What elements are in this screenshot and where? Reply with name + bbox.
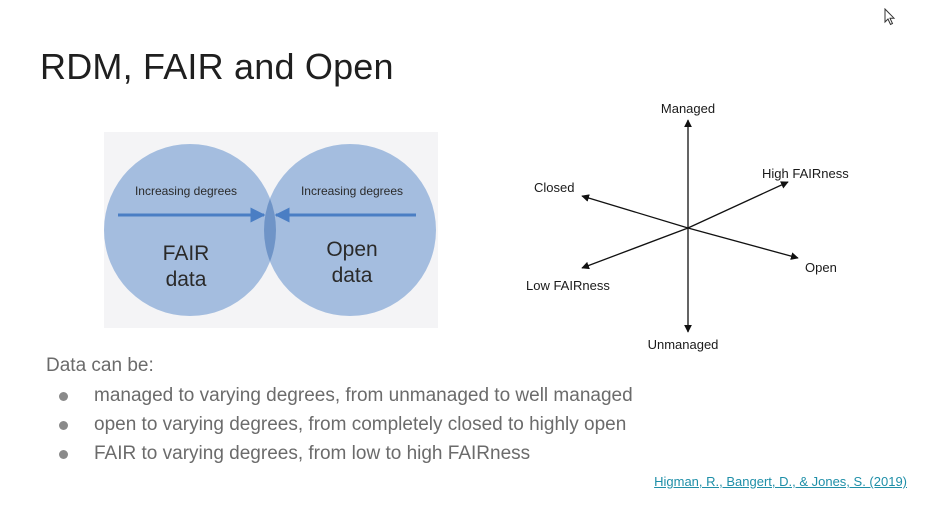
high-fairness-axis xyxy=(687,181,789,229)
open-circle xyxy=(264,144,436,316)
open-label: Open xyxy=(805,260,837,275)
fair-increasing-label: Increasing degrees xyxy=(135,184,237,198)
venn-diagram: Increasing degrees Increasing degrees FA… xyxy=(104,132,438,328)
open-axis xyxy=(687,227,799,260)
low-fairness-label: Low FAIRness xyxy=(526,278,610,293)
mouse-pointer-icon xyxy=(884,8,896,26)
high-fairness-label: High FAIRness xyxy=(762,166,849,181)
bullet-dot-icon xyxy=(59,392,68,401)
axes-diagram: Managed Unmanaged Closed High FAIRness L… xyxy=(518,96,862,354)
bullet-text: open to varying degrees, from completely… xyxy=(94,414,627,435)
fair-title-line1: FAIR xyxy=(163,242,210,265)
open-title-line1: Open xyxy=(326,238,377,261)
bullet-dot-icon xyxy=(59,450,68,459)
slide-title: RDM, FAIR and Open xyxy=(40,46,394,87)
unmanaged-label: Unmanaged xyxy=(648,337,719,352)
citation-link[interactable]: Higman, R., Bangert, D., & Jones, S. (20… xyxy=(654,474,907,489)
closed-axis xyxy=(581,194,689,229)
open-title-line2: data xyxy=(332,264,373,287)
open-increasing-label: Increasing degrees xyxy=(301,184,403,198)
list-item: open to varying degrees, from completely… xyxy=(56,412,633,441)
list-item: managed to varying degrees, from unmanag… xyxy=(56,383,633,412)
fair-title-line2: data xyxy=(166,268,207,291)
lead-text: Data can be: xyxy=(46,355,154,376)
low-fairness-axis xyxy=(581,227,689,270)
fair-circle xyxy=(104,144,276,316)
bullet-list: managed to varying degrees, from unmanag… xyxy=(56,383,633,470)
managed-label: Managed xyxy=(661,101,715,116)
list-item: FAIR to varying degrees, from low to hig… xyxy=(56,441,633,470)
bullet-text: managed to varying degrees, from unmanag… xyxy=(94,385,633,406)
bullet-text: FAIR to varying degrees, from low to hig… xyxy=(94,443,531,464)
closed-label: Closed xyxy=(534,180,574,195)
bullet-dot-icon xyxy=(59,421,68,430)
